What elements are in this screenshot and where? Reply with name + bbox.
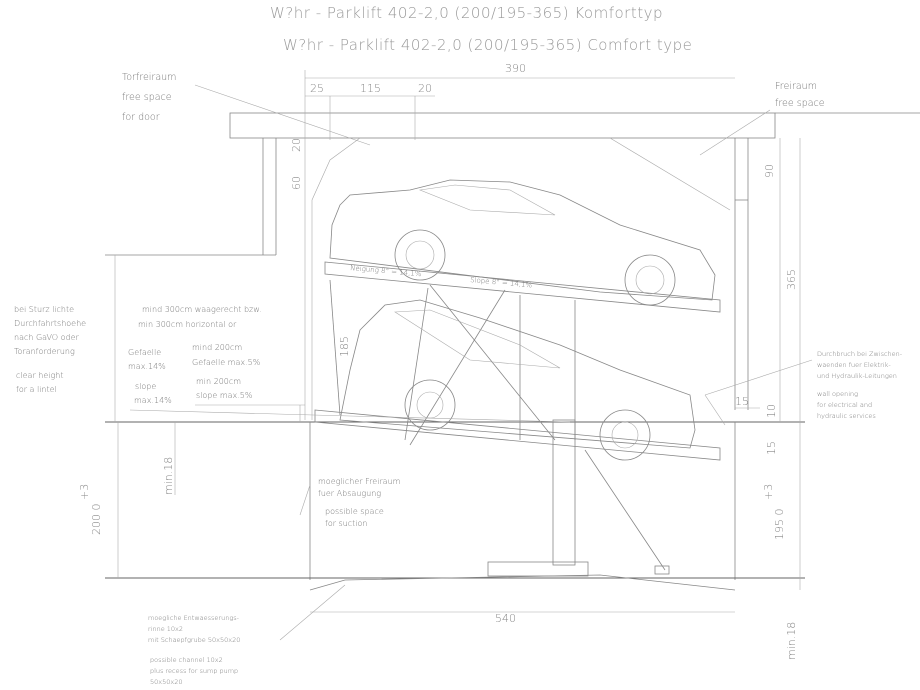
svg-text:for a lintel: for a lintel xyxy=(16,385,57,394)
dim-25: 25 xyxy=(310,82,324,95)
upper-platform xyxy=(324,261,721,313)
dim-185: 185 xyxy=(338,336,351,357)
dim-10: 10 xyxy=(765,404,778,418)
dim-115: 115 xyxy=(360,82,381,95)
svg-text:50x50x20: 50x50x20 xyxy=(150,678,183,686)
svg-text:free space: free space xyxy=(122,92,172,103)
svg-text:Gefaelle max.5%: Gefaelle max.5% xyxy=(192,358,260,367)
note-wall-opening: Durchbruch bei Zwischen- waenden fuer El… xyxy=(817,350,903,420)
svg-text:rinne 10x2: rinne 10x2 xyxy=(148,625,183,633)
svg-text:Toranforderung: Toranforderung xyxy=(14,347,75,356)
svg-text:bei Sturz lichte: bei Sturz lichte xyxy=(14,305,74,314)
dim-width-bottom: 540 xyxy=(495,612,516,625)
svg-text:Freiraum: Freiraum xyxy=(775,81,817,92)
note-free-space: Freiraum free space xyxy=(775,81,825,109)
svg-text:slope: slope xyxy=(135,382,156,391)
svg-text:max.14%: max.14% xyxy=(128,362,166,371)
note-slope-14: Gefaelle max.14% slope max.14% xyxy=(128,348,172,405)
dim-min18-right: min.18 xyxy=(785,622,798,660)
base-plate xyxy=(487,561,589,577)
note-channel: moegliche Entwaesserungs- rinne 10x2 mit… xyxy=(148,614,240,686)
svg-text:Gefaelle: Gefaelle xyxy=(128,348,161,357)
building-structure xyxy=(105,112,920,591)
svg-text:for electrical and: for electrical and xyxy=(817,401,872,409)
svg-text:for door: for door xyxy=(122,112,160,123)
dim-pit-right: 195 0 xyxy=(773,509,786,541)
svg-text:nach GaVO oder: nach GaVO oder xyxy=(14,333,80,342)
note-door-space: Torfreiraum free space for door xyxy=(122,72,176,123)
svg-text:waenden fuer Elektrik-: waenden fuer Elektrik- xyxy=(817,361,891,369)
dim-width-top: 390 xyxy=(505,62,526,75)
svg-text:min 300cm horizontal or: min 300cm horizontal or xyxy=(138,320,237,329)
lower-car xyxy=(339,299,696,461)
dim-60: 60 xyxy=(290,176,303,190)
dim-365: 365 xyxy=(785,269,798,290)
svg-text:Durchbruch bei Zwischen-: Durchbruch bei Zwischen- xyxy=(817,350,903,358)
leader-lines xyxy=(194,84,813,641)
svg-text:free space: free space xyxy=(775,98,825,109)
svg-text:slope max.5%: slope max.5% xyxy=(196,391,253,400)
svg-text:Durchfahrtshoehe: Durchfahrtshoehe xyxy=(14,319,86,328)
lower-platform xyxy=(314,409,721,461)
svg-text:moeglicher Freiraum: moeglicher Freiraum xyxy=(318,477,400,486)
note-horizontal: mind 300cm waagerecht bzw. min 300cm hor… xyxy=(138,305,262,329)
svg-text:und Hydraulik-Leitungen: und Hydraulik-Leitungen xyxy=(817,372,897,380)
platform-slope-english: Slope 8° = 14,1% xyxy=(470,276,533,289)
title-english: W?hr - Parklift 402-2,0 (200/195-365) Co… xyxy=(283,36,692,54)
note-suction: moeglicher Freiraum fuer Absaugung possi… xyxy=(318,477,400,528)
dim-pit-left: 200 0 xyxy=(90,504,103,536)
dim-20: 20 xyxy=(418,82,432,95)
note-lintel: bei Sturz lichte Durchfahrtshoehe nach G… xyxy=(14,305,86,394)
svg-text:hydraulic services: hydraulic services xyxy=(817,412,876,420)
note-slope-5: mind 200cm Gefaelle max.5% min 200cm slo… xyxy=(192,343,260,400)
dim-20-vertical: 20 xyxy=(290,138,303,152)
dim-90: 90 xyxy=(763,164,776,178)
svg-text:possible channel 10x2: possible channel 10x2 xyxy=(150,656,223,664)
hydraulic-cylinder xyxy=(552,419,576,566)
upper-car xyxy=(329,179,716,306)
svg-text:wall opening: wall opening xyxy=(817,390,858,398)
svg-text:possible space: possible space xyxy=(325,507,384,516)
dimension-lines xyxy=(114,70,801,613)
svg-text:mind 300cm waagerecht bzw.: mind 300cm waagerecht bzw. xyxy=(142,305,262,314)
svg-text:clear height: clear height xyxy=(16,371,64,380)
dim-min18-left: min.18 xyxy=(162,457,175,495)
dim-15-b: 15 xyxy=(765,441,778,455)
svg-text:moegliche Entwaesserungs-: moegliche Entwaesserungs- xyxy=(148,614,240,622)
dim-pit-right-tolerance: +3 xyxy=(762,484,775,500)
svg-text:Torfreiraum: Torfreiraum xyxy=(122,72,176,83)
svg-text:max.14%: max.14% xyxy=(134,396,172,405)
dim-pit-left-tolerance: +3 xyxy=(78,484,91,500)
lift-platforms xyxy=(314,261,721,575)
svg-text:fuer Absaugung: fuer Absaugung xyxy=(318,489,381,498)
svg-text:mind 200cm: mind 200cm xyxy=(192,343,242,352)
svg-text:for suction: for suction xyxy=(325,519,368,528)
ceiling-slab xyxy=(229,112,776,139)
svg-text:min 200cm: min 200cm xyxy=(196,377,241,386)
svg-text:plus recess for sump pump: plus recess for sump pump xyxy=(150,667,238,675)
title-german: W?hr - Parklift 402-2,0 (200/195-365) Ko… xyxy=(270,4,663,22)
svg-text:mit Schaepfgrube 50x50x20: mit Schaepfgrube 50x50x20 xyxy=(148,636,240,644)
dim-15-a: 15 xyxy=(735,395,749,408)
